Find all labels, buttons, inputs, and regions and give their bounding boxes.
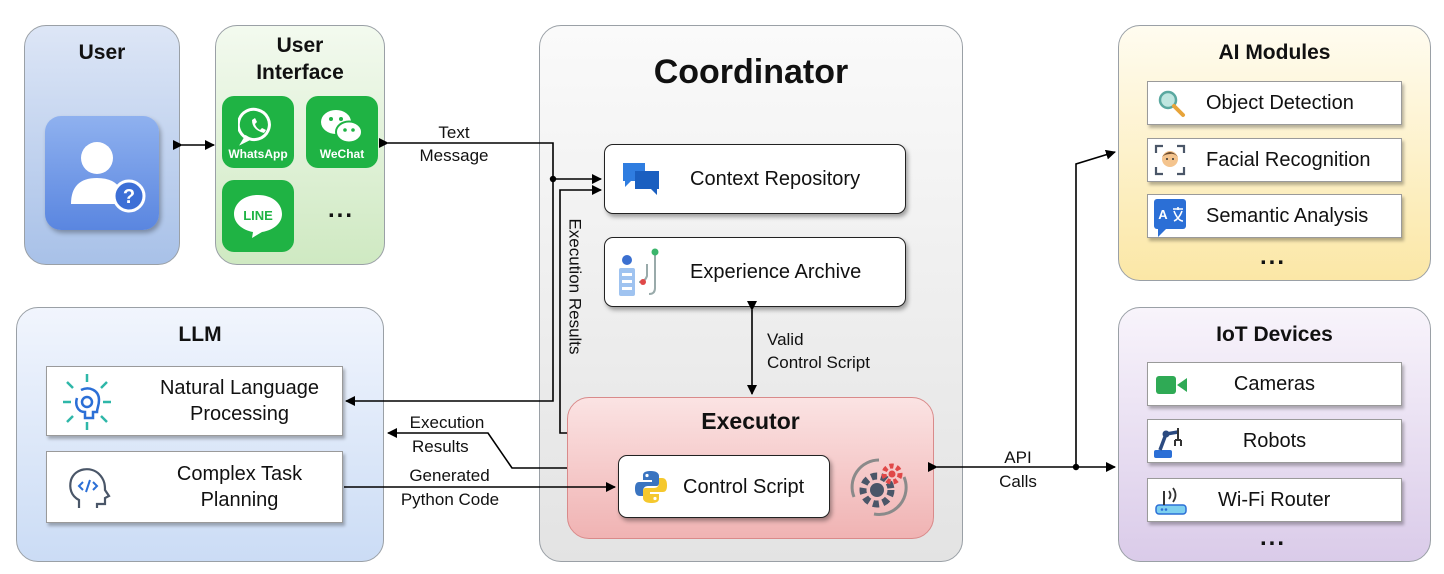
text-message-label-line1: Text: [438, 123, 470, 142]
object-detection-box[interactable]: Object Detection: [1147, 81, 1402, 125]
nlp-box[interactable]: Natural Language Processing: [46, 366, 343, 436]
ai-title: AI Modules: [1218, 41, 1331, 64]
wechat-icon[interactable]: WeChat: [306, 96, 378, 168]
python-icon: [635, 471, 667, 503]
semantic-analysis-box[interactable]: A Semantic Analysis: [1147, 194, 1402, 238]
iot-more-dots: ...: [1259, 524, 1286, 551]
user-avatar: ?: [45, 116, 159, 230]
router-icon: [1155, 487, 1187, 515]
user-question-icon: ?: [71, 142, 146, 213]
object-detection-label: Object Detection: [1206, 92, 1354, 114]
svg-text:A: A: [1158, 207, 1168, 222]
nlp-arrow: [345, 179, 554, 406]
python-code-label-line2: Python Code: [400, 490, 500, 509]
ai-head-icon: [63, 374, 111, 430]
task-planning-box[interactable]: Complex Task Planning: [46, 451, 343, 523]
whatsapp-label: WhatsApp: [228, 147, 288, 161]
nlp-label-line1: Natural Language: [159, 377, 319, 399]
control-script-label: Control Script: [683, 475, 805, 498]
wifi-router-label: Wi-Fi Router: [1218, 489, 1331, 511]
context-repository-label: Context Repository: [690, 168, 861, 190]
cameras-box[interactable]: Cameras: [1147, 362, 1402, 406]
coordinator-title: Coordinator: [653, 53, 849, 91]
wechat-label: WeChat: [319, 147, 365, 161]
api-calls-label-line2: Calls: [999, 472, 1037, 491]
task-planning-label-line2: Planning: [200, 489, 279, 511]
ui-more-dots: ...: [327, 196, 354, 223]
chat-bubbles-icon: [623, 163, 659, 195]
robots-label: Robots: [1242, 430, 1307, 452]
wifi-router-box[interactable]: Wi-Fi Router: [1147, 478, 1402, 522]
api-calls-label-line1: API: [1004, 448, 1032, 467]
execution-results-vertical-label: Execution Results: [565, 218, 585, 355]
execution-results-arrow: [387, 428, 567, 469]
line-label: LINE: [243, 208, 273, 223]
workflow-archive-icon: [619, 248, 659, 296]
magnifier-icon: [1158, 90, 1185, 117]
semantic-analysis-label: Semantic Analysis: [1206, 205, 1369, 227]
ui-title-line1: User: [276, 34, 324, 57]
valid-script-label-line1: Valid: [767, 330, 804, 349]
task-planning-label-line1: Complex Task: [176, 463, 303, 485]
nlp-label-line2: Processing: [190, 403, 289, 425]
execution-results-label-line1: Execution: [409, 413, 485, 432]
user-title: User: [78, 41, 126, 64]
experience-archive-label: Experience Archive: [690, 261, 862, 283]
code-head-icon: [69, 468, 111, 508]
llm-title: LLM: [178, 323, 222, 346]
python-code-label-line1: Generated: [409, 466, 490, 485]
facial-recognition-box[interactable]: Facial Recognition: [1147, 138, 1402, 182]
gear-cycle-icon: [850, 458, 908, 516]
user-interface-panel: User Interface WhatsApp WeChat LINE ...: [215, 25, 385, 265]
text-message-label-line2: Message: [419, 146, 489, 165]
robots-box[interactable]: Robots: [1147, 419, 1402, 463]
camera-icon: [1156, 376, 1187, 394]
whatsapp-icon[interactable]: WhatsApp: [222, 96, 294, 168]
face-scan-icon: [1154, 144, 1186, 176]
ui-title-line2: Interface: [256, 61, 344, 84]
experience-archive-box[interactable]: Experience Archive: [604, 237, 906, 307]
iot-title: IoT Devices: [1216, 323, 1333, 346]
translate-icon: A: [1154, 199, 1186, 237]
context-repository-box[interactable]: Context Repository: [604, 144, 906, 214]
execution-results-feedback-arrow: [559, 185, 602, 434]
line-icon[interactable]: LINE: [222, 180, 294, 252]
ai-modules-arrow: [1075, 149, 1116, 467]
user-panel: User ?: [24, 25, 180, 265]
valid-script-label-line2: Control Script: [767, 353, 870, 372]
control-script-box[interactable]: Control Script: [618, 455, 830, 518]
executor-title: Executor: [701, 408, 800, 434]
svg-text:?: ?: [123, 186, 135, 208]
ai-more-dots: ...: [1259, 243, 1286, 270]
text-message-arrow: [379, 138, 554, 179]
cameras-label: Cameras: [1233, 373, 1316, 395]
facial-recognition-label: Facial Recognition: [1206, 149, 1371, 171]
execution-results-label-line2: Results: [412, 437, 469, 456]
robot-arm-icon: [1154, 428, 1182, 458]
